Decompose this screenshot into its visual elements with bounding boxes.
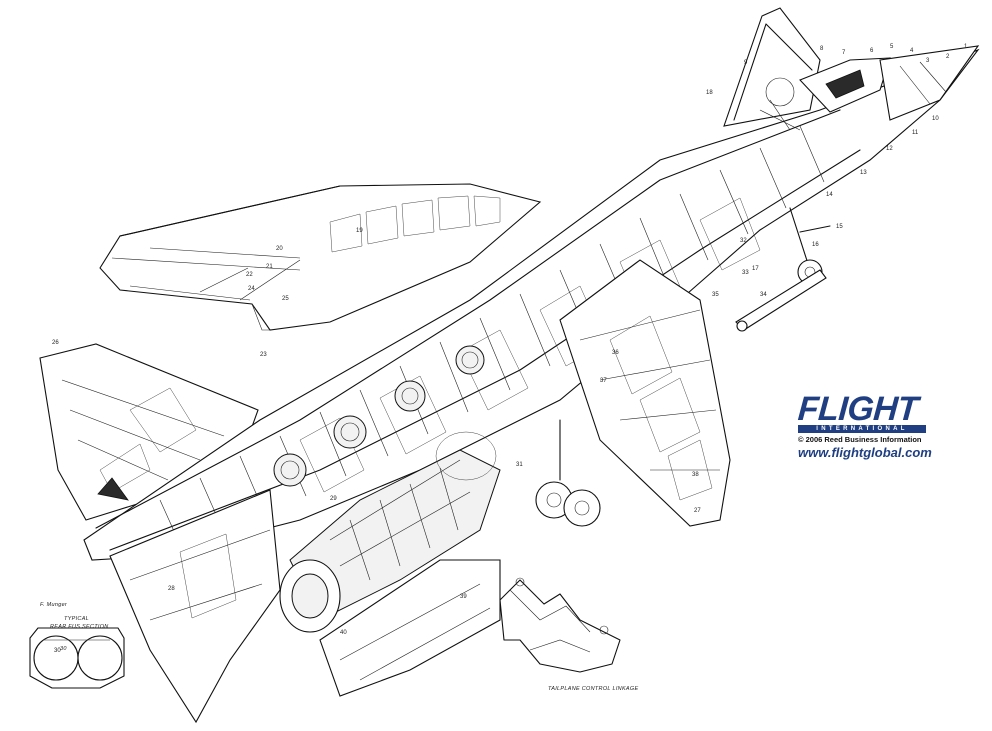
copyright-text: © 2006 Reed Business Information xyxy=(798,435,922,444)
inset-number: 30 xyxy=(60,646,67,652)
callout: 20 xyxy=(276,246,283,252)
callout: 29 xyxy=(330,496,337,502)
callout: 25 xyxy=(282,296,289,302)
callout: 31 xyxy=(516,462,523,468)
callout: 21 xyxy=(266,264,273,270)
callout: 3 xyxy=(926,58,930,64)
callout: 10 xyxy=(932,116,939,122)
callout: 23 xyxy=(260,352,267,358)
callout: 17 xyxy=(752,266,759,272)
callout: 1 xyxy=(964,44,968,50)
lower-wing xyxy=(559,259,731,527)
inset-title: TYPICAL xyxy=(64,616,89,622)
callout: 26 xyxy=(52,340,59,346)
callout: 13 xyxy=(860,170,867,176)
gun-pod xyxy=(735,269,827,332)
logo-wordmark: FLIGHT xyxy=(796,390,920,428)
callout: 27 xyxy=(694,508,701,514)
callout: 35 xyxy=(712,292,719,298)
fuselage xyxy=(83,48,980,561)
main-landing-gear xyxy=(535,419,601,527)
callout: 24 xyxy=(248,286,255,292)
website-link[interactable]: www.flightglobal.com xyxy=(798,445,932,460)
callout: 34 xyxy=(760,292,767,298)
engine xyxy=(279,431,501,633)
nose-cone xyxy=(879,45,980,121)
callout: 6 xyxy=(870,48,874,54)
upper-wing xyxy=(99,183,542,331)
callout: 30 xyxy=(54,648,61,654)
linkage-caption: TAILPLANE CONTROL LINKAGE xyxy=(548,686,638,692)
callout: 14 xyxy=(826,192,833,198)
callout: 22 xyxy=(246,272,253,278)
callout: 15 xyxy=(836,224,843,230)
callout-numbers: 1 2 3 4 5 6 7 8 9 10 11 12 13 14 15 16 1… xyxy=(52,44,968,654)
cockpit-canopy xyxy=(723,7,891,131)
callout: 12 xyxy=(886,146,893,152)
callout: 38 xyxy=(692,472,699,478)
callout: 4 xyxy=(910,48,914,54)
inset-subtitle: REAR FUS SECTION xyxy=(50,624,109,630)
callout: 39 xyxy=(460,594,467,600)
tailplane xyxy=(109,489,281,724)
ventral-panel xyxy=(319,559,501,697)
tailplane-control-linkage xyxy=(499,577,621,673)
nose-landing-gear xyxy=(789,207,831,285)
flight-international-logo: FLIGHT INTERNATIONAL © 2006 Reed Busines… xyxy=(796,390,938,460)
callout: 37 xyxy=(600,378,607,384)
rear-fuselage-inset xyxy=(29,627,125,689)
callout: 11 xyxy=(912,130,919,136)
callout: 40 xyxy=(340,630,347,636)
callout: 32 xyxy=(740,238,747,244)
callout: 19 xyxy=(356,228,363,234)
callout: 5 xyxy=(890,44,894,50)
artist-signature: F. Munger xyxy=(40,602,68,608)
callout: 9 xyxy=(744,60,748,66)
callout: 33 xyxy=(742,270,749,276)
callout: 8 xyxy=(820,46,824,52)
callout: 28 xyxy=(168,586,175,592)
callout: 2 xyxy=(946,54,950,60)
callout: 36 xyxy=(612,350,619,356)
callout: 7 xyxy=(842,50,846,56)
logo-subword: INTERNATIONAL xyxy=(798,425,926,433)
callout: 16 xyxy=(812,242,819,248)
callout: 18 xyxy=(706,90,713,96)
